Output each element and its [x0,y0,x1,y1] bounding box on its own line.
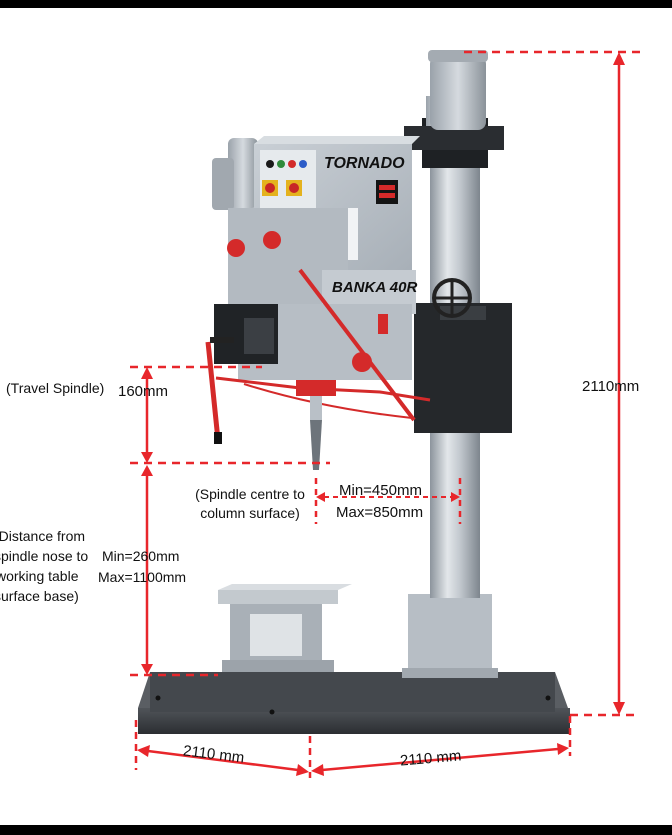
spindle-column-caption-2: column surface) [200,505,300,521]
machine-base [138,672,570,734]
working-table [218,584,352,672]
spindle-column-caption-1: (Spindle centre to [195,486,305,502]
machine-illustration: TORNADO BANKA 40R [130,50,640,778]
table-distance-caption-2: spindle nose to [0,548,89,564]
table-distance-caption-1: (Distance from [0,528,86,544]
diagram-frame: TORNADO BANKA 40R [0,8,672,825]
table-distance-caption-4: surface base) [0,588,79,604]
brand-text: TORNADO [324,155,405,172]
spindle-column-max: Max=850mm [336,504,424,521]
travel-spindle-caption: (Travel Spindle) [6,380,105,396]
travel-spindle-value: 160mm [118,383,169,400]
machine-column [402,50,512,678]
height-value: 2110mm [582,378,640,395]
table-distance-max: Max=1100mm [98,569,187,585]
dimension-lines [130,50,640,778]
spindle-column-min: Min=450mm [339,482,422,499]
table-distance-min: Min=260mm [102,548,180,564]
table-distance-caption-3: working table [0,568,79,584]
model-text: BANKA 40R [332,279,417,296]
drill-head [205,136,472,470]
